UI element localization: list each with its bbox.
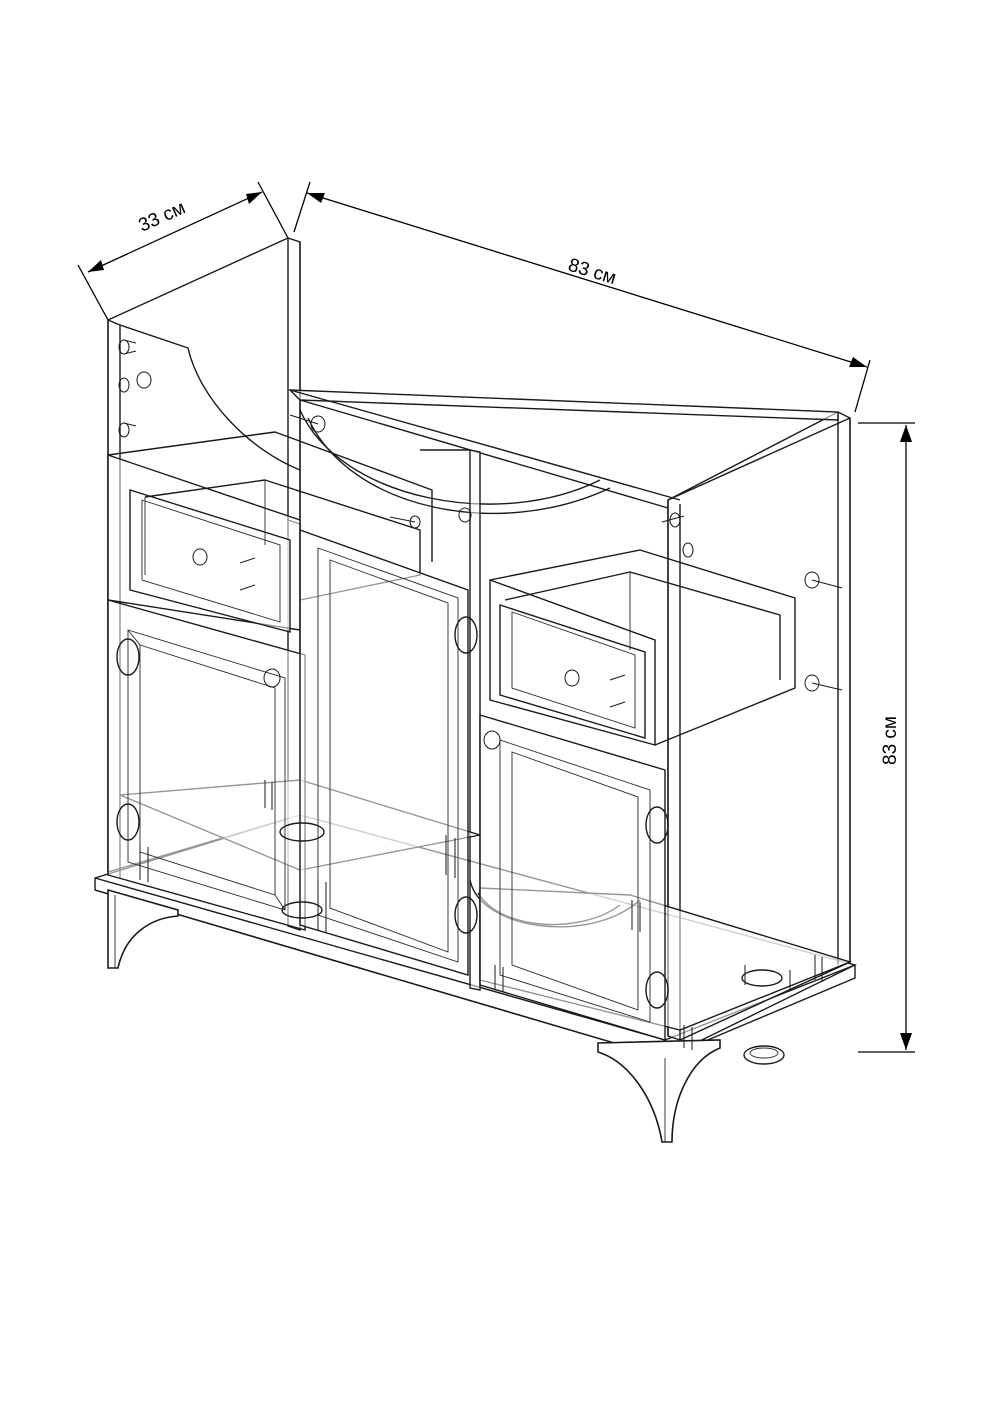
center-door — [299, 529, 469, 976]
pipe-cutouts — [279, 822, 785, 1065]
right-door — [479, 714, 666, 1041]
right-drawer — [489, 549, 796, 746]
front-right-leg — [597, 1039, 721, 1143]
height-label: 83 см — [880, 716, 901, 765]
depth-label: 33 см — [135, 197, 188, 236]
width-label: 83 см — [566, 255, 619, 289]
height-dimension: 83 см — [858, 422, 915, 1053]
front-left-leg — [107, 888, 179, 969]
dowel-pegs — [118, 339, 843, 1050]
width-dimension: 83 см — [293, 181, 871, 413]
hinge-cups — [116, 616, 669, 1009]
left-door — [107, 599, 306, 931]
back-panel — [288, 389, 839, 515]
